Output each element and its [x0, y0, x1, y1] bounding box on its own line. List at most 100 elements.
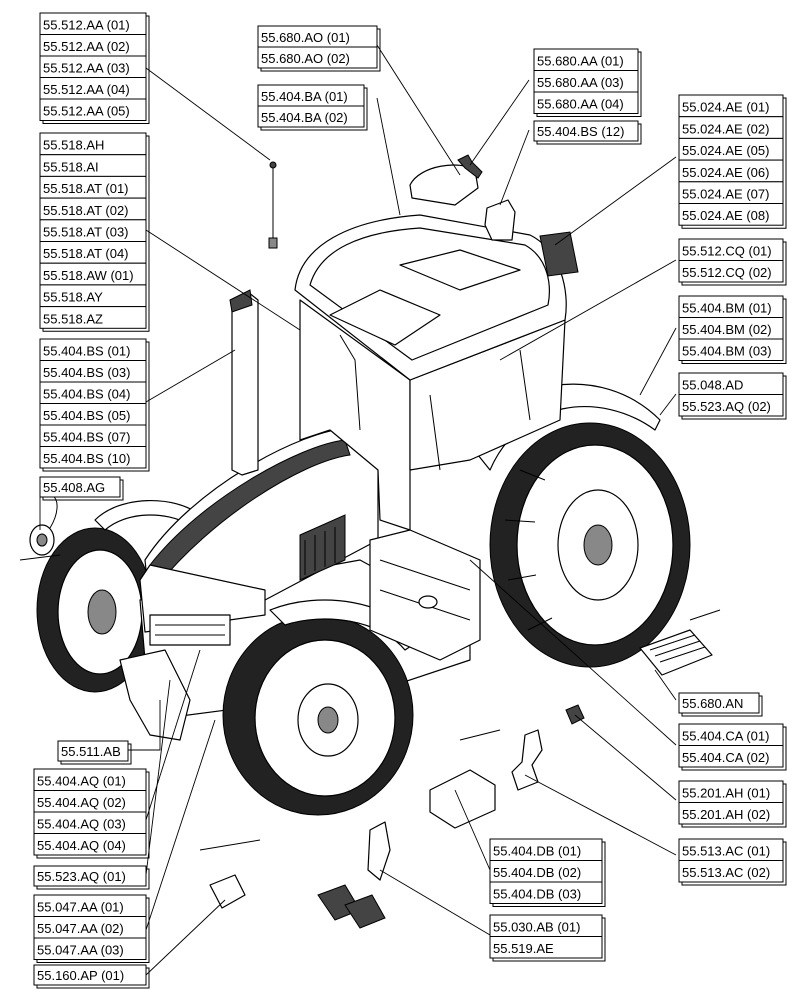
callout-box — [678, 860, 784, 883]
callout-box — [39, 306, 147, 329]
callout-label[interactable]: 55.404.BA (02) — [261, 110, 348, 125]
callout-label[interactable]: 55.047.AA (01) — [37, 900, 124, 915]
callout-label[interactable]: 55.513.AC (01) — [682, 844, 770, 859]
callout-label[interactable]: 55.404.BS (03) — [43, 365, 130, 380]
callout-shadow — [536, 123, 642, 145]
callout-label[interactable]: 55.404.CA (02) — [682, 750, 769, 765]
callout-label[interactable]: 55.523.AQ (02) — [682, 399, 771, 414]
callout-shadow — [681, 241, 787, 286]
callout-group-g21: 55.513.AC (01) 55.513.AC (02) — [678, 838, 787, 886]
callout-label[interactable]: 55.680.AA (01) — [537, 54, 624, 69]
callout-label[interactable]: 55.404.DB (01) — [493, 844, 581, 859]
callout-label[interactable]: 55.512.AA (04) — [43, 82, 130, 97]
callout-label[interactable]: 55.047.AA (03) — [37, 943, 124, 958]
callout-label[interactable]: 55.047.AA (02) — [37, 921, 124, 936]
callout-label[interactable]: 55.518.AT (04) — [43, 246, 129, 261]
callout-label[interactable]: 55.404.AQ (03) — [37, 817, 126, 832]
callout-shadow — [42, 15, 150, 124]
mirror — [484, 199, 516, 241]
callout-label[interactable]: 55.512.AA (02) — [43, 39, 130, 54]
callout-group-g11: 55.404.BA (01) 55.404.BA (02) — [257, 84, 368, 131]
callout-label[interactable]: 55.518.AT (01) — [43, 181, 129, 196]
callout-label[interactable]: 55.404.AQ (02) — [37, 795, 126, 810]
callout-label[interactable]: 55.024.AE (01) — [682, 100, 769, 115]
callout-box — [57, 740, 129, 762]
callout-label[interactable]: 55.404.BM (01) — [682, 301, 772, 316]
callout-label[interactable]: 55.404.BM (03) — [682, 344, 772, 359]
callout-label[interactable]: 55.680.AN — [682, 696, 743, 711]
callout-label[interactable]: 55.404.DB (03) — [493, 887, 581, 902]
callout-group-g2: 55.518.AH 55.518.AI 55.518.AT (01) 55.518.A… — [39, 132, 150, 332]
callout-label[interactable]: 55.512.CQ (02) — [682, 265, 772, 280]
callout-label[interactable]: 55.024.AE (07) — [682, 187, 769, 202]
callout-label[interactable]: 55.512.AA (05) — [43, 104, 130, 119]
callout-label[interactable]: 55.030.AB (01) — [493, 920, 580, 935]
callout-label[interactable]: 55.512.CQ (01) — [682, 244, 772, 259]
callout-label[interactable]: 55.512.AA (01) — [43, 18, 130, 33]
callout-label[interactable]: 55.512.AA (03) — [43, 61, 130, 76]
callout-label[interactable]: 55.404.AQ (01) — [37, 774, 126, 789]
callout-label[interactable]: 55.024.AE (06) — [682, 165, 769, 180]
callout-box — [678, 802, 784, 825]
callout-shadow — [681, 298, 787, 364]
callout-group-g23: 55.030.AB (01) 55.519.AE — [489, 914, 606, 962]
callout-label[interactable]: 55.024.AE (02) — [682, 121, 769, 136]
callout-label[interactable]: 55.518.AT (03) — [43, 225, 129, 240]
callout-group-g6: 55.404.AQ (01) 55.404.AQ (02) 55.404.AQ (0… — [33, 768, 150, 859]
callout-label[interactable]: 55.404.BS (05) — [43, 408, 130, 423]
callout-label[interactable]: 55.680.AA (03) — [537, 75, 624, 90]
callout-label[interactable]: 55.404.BS (01) — [43, 344, 130, 359]
callout-label[interactable]: 55.404.AQ (04) — [37, 838, 126, 853]
callout-label[interactable]: 55.024.AE (08) — [682, 208, 769, 223]
callout-label[interactable]: 55.518.AZ — [43, 311, 103, 326]
callout-label[interactable]: 55.404.BM (02) — [682, 322, 772, 337]
callout-label[interactable]: 55.404.CA (01) — [682, 729, 769, 744]
callout-label[interactable]: 55.680.AO (02) — [261, 51, 350, 66]
callout-box — [257, 46, 378, 69]
callout-label[interactable]: 55.048.AD — [682, 378, 743, 393]
callout-label[interactable]: 55.518.AH — [43, 138, 104, 153]
callout-label[interactable]: 55.024.AE (05) — [682, 143, 769, 158]
callout-label[interactable]: 55.201.AH (02) — [682, 807, 770, 822]
callout-label[interactable]: 55.518.AY — [43, 290, 103, 305]
callout-box — [257, 105, 365, 128]
callout-label[interactable]: 55.519.AE — [493, 941, 554, 956]
callout-group-g7: 55.523.AQ (01) — [33, 865, 150, 890]
callout-label[interactable]: 55.680.AA (04) — [537, 97, 624, 112]
callout-label[interactable]: 55.518.AI — [43, 159, 99, 174]
sensor — [565, 704, 585, 725]
callout-shadow — [492, 841, 606, 907]
callout-label[interactable]: 55.404.BS (10) — [43, 451, 130, 466]
callout-label[interactable]: 55.518.AW (01) — [43, 268, 134, 283]
callout-shadow — [36, 897, 150, 963]
callout-shadow — [36, 967, 150, 989]
callout-label[interactable]: 55.160.AP (01) — [37, 968, 124, 983]
callout-group-g12: 55.680.AA (01) 55.680.AA (03) 55.680.AA (0… — [533, 48, 642, 117]
callout-group-g18: 55.680.AN — [678, 692, 763, 717]
ground-lines — [19, 554, 721, 851]
callout-shadow — [536, 51, 642, 117]
tractor-illustration — [19, 154, 721, 929]
callout-label[interactable]: 55.404.DB (02) — [493, 865, 581, 880]
callout-label[interactable]: 55.518.AT (02) — [43, 203, 129, 218]
callout-label[interactable]: 55.408.AG — [43, 480, 105, 495]
cab — [294, 214, 567, 531]
callout-box — [489, 881, 603, 904]
callout-shadow — [36, 771, 150, 859]
callout-shadow — [260, 87, 368, 131]
callout-label[interactable]: 55.404.BS (12) — [537, 124, 624, 139]
callout-shadow — [36, 868, 150, 890]
callout-label[interactable]: 55.513.AC (02) — [682, 865, 770, 880]
callout-box — [678, 338, 784, 361]
callout-label[interactable]: 55.404.BS (07) — [43, 430, 130, 445]
pedals — [317, 821, 391, 929]
callout-label[interactable]: 55.404.BS (04) — [43, 387, 130, 402]
callout-label[interactable]: 55.523.AQ (01) — [37, 869, 126, 884]
callout-box — [39, 476, 121, 498]
callout-label[interactable]: 55.680.AO (01) — [261, 30, 350, 45]
callout-label[interactable]: 55.404.BA (01) — [261, 89, 348, 104]
callout-label[interactable]: 55.201.AH (01) — [682, 786, 770, 801]
callout-shadow — [492, 917, 606, 962]
control-module — [539, 231, 579, 277]
callout-label[interactable]: 55.511.AB — [61, 744, 121, 759]
